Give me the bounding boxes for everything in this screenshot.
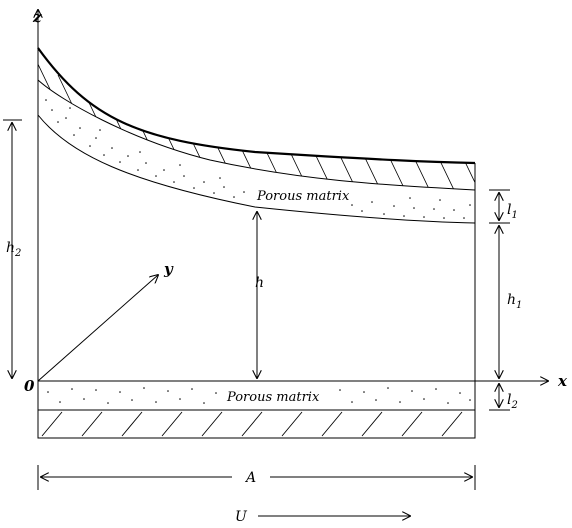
origin-label: 0 [24,377,35,395]
upper-matrix-bottom-curve [37,114,476,224]
h1-label: h1 [507,292,522,311]
l2-label: l2 [507,392,518,411]
y-axis [37,275,158,382]
bottom-porous-matrix-label: Porous matrix [226,390,320,405]
upper-porous-matrix-label: Porous matrix [256,189,350,204]
y-axis-label: y [163,260,174,278]
a-label: A [244,470,256,486]
h-label: h [255,275,264,291]
bottom-wall-hatch [41,411,463,437]
z-axis-label: z [32,8,42,26]
upper-matrix-stipple [45,99,471,219]
bottom-wall [37,409,476,439]
x-axis-label: x [557,372,568,390]
upper-wall-curve [37,47,476,165]
bottom-matrix-stipple [47,387,471,404]
h2-label: h2 [6,240,21,259]
u-label: U [235,509,248,525]
upper-wall-hatch [38,59,475,190]
l1-label: l1 [507,202,518,221]
upper-matrix-top-curve [37,79,476,191]
